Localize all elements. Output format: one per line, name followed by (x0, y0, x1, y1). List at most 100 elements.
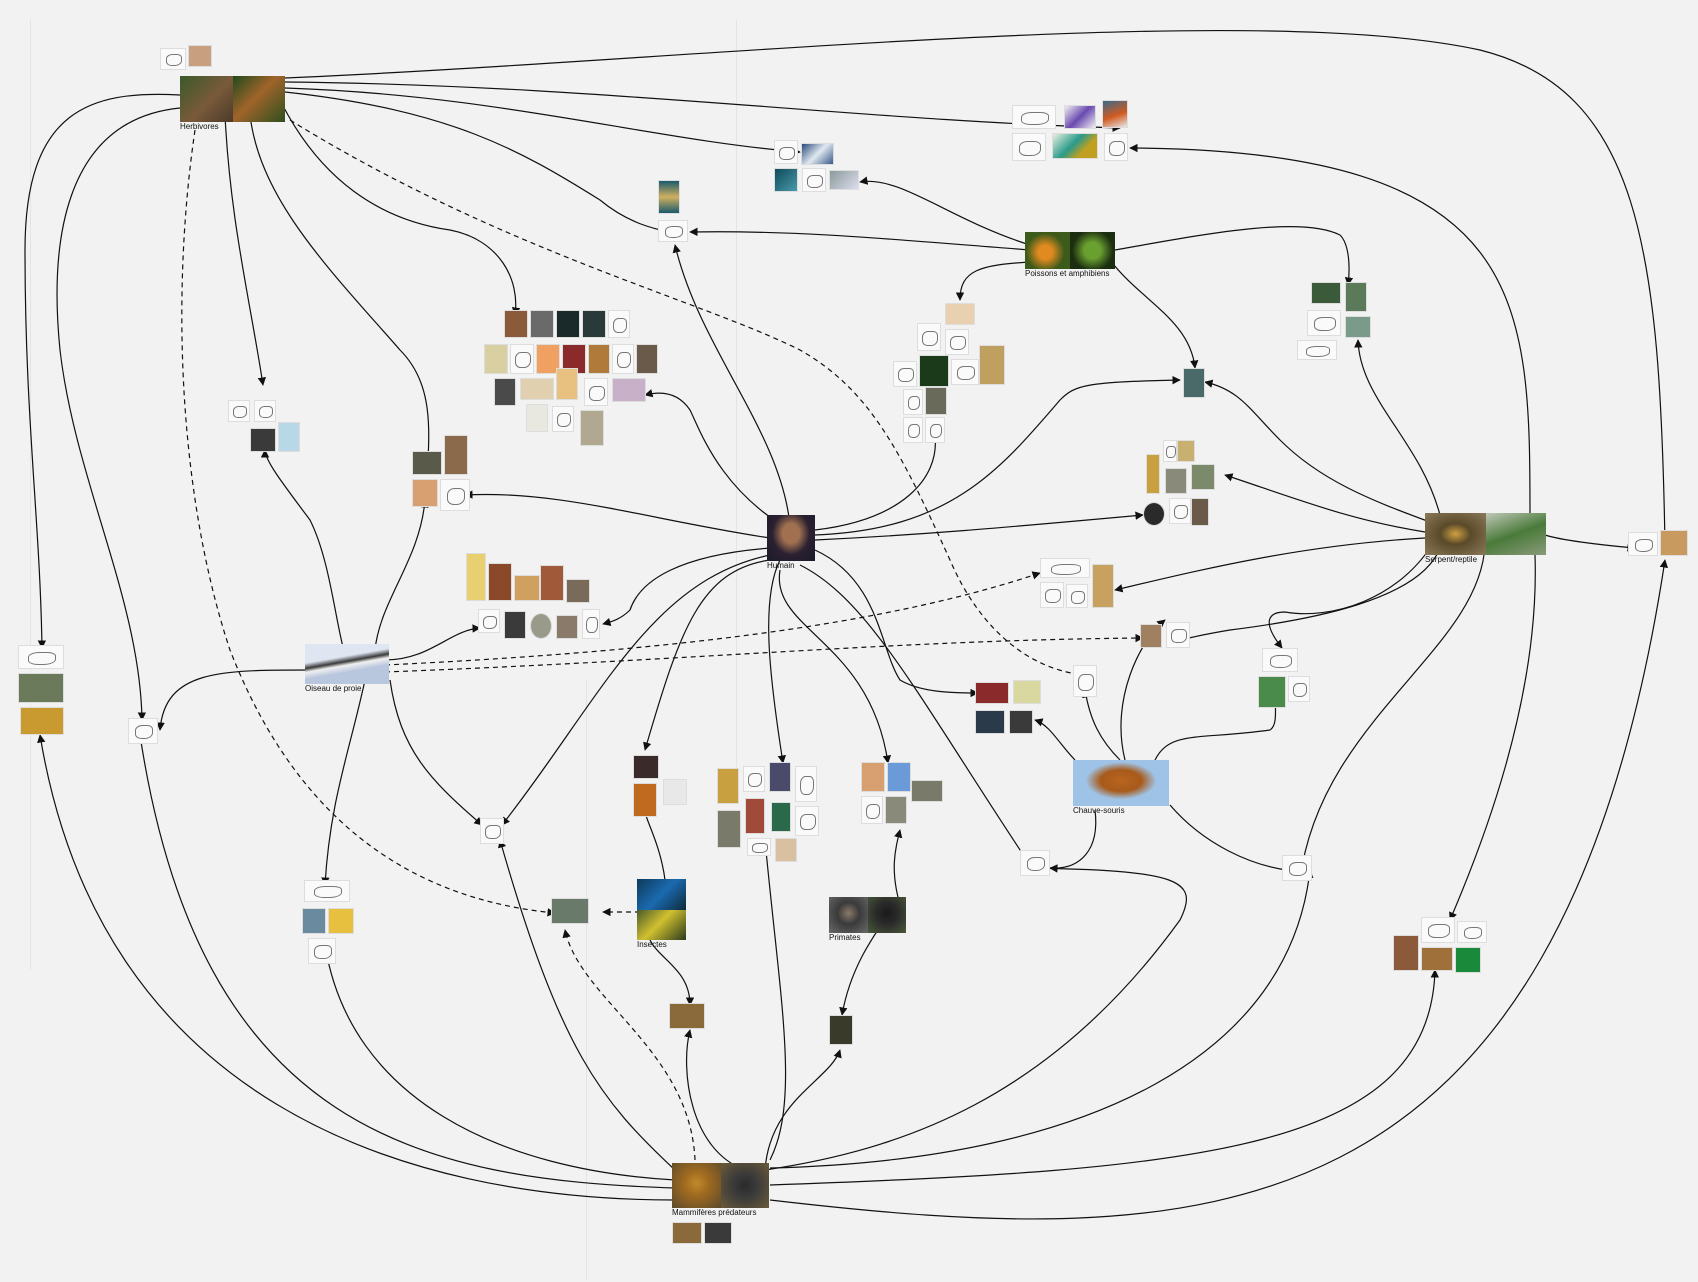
image-thumbnail[interactable] (1345, 316, 1371, 338)
image-thumbnail[interactable] (1012, 133, 1046, 161)
image-thumbnail[interactable] (514, 575, 540, 601)
hub-oiseau-de-proie[interactable]: Oiseau de proie (305, 644, 389, 693)
image-thumbnail[interactable] (1104, 133, 1128, 161)
image-thumbnail[interactable] (1191, 464, 1215, 490)
image-thumbnail[interactable] (903, 417, 923, 443)
image-thumbnail[interactable] (584, 378, 608, 406)
image-thumbnail[interactable] (1345, 282, 1367, 312)
image-thumbnail[interactable] (633, 755, 659, 779)
image-thumbnail[interactable] (530, 310, 554, 338)
image-thumbnail[interactable] (540, 565, 564, 601)
image-thumbnail[interactable] (658, 180, 680, 214)
hub-primates[interactable]: Primates (829, 897, 906, 942)
image-thumbnail[interactable] (1307, 310, 1341, 336)
image-thumbnail[interactable] (1040, 558, 1090, 578)
image-thumbnail[interactable] (1258, 676, 1286, 708)
image-thumbnail[interactable] (669, 1003, 705, 1029)
image-thumbnail[interactable] (1183, 368, 1205, 398)
image-thumbnail[interactable] (440, 479, 470, 511)
image-thumbnail[interactable] (771, 802, 791, 832)
image-thumbnail[interactable] (1393, 935, 1419, 971)
image-thumbnail[interactable] (488, 563, 512, 601)
image-thumbnail[interactable] (250, 428, 276, 452)
image-thumbnail[interactable] (412, 451, 442, 475)
image-thumbnail[interactable] (1165, 468, 1187, 494)
image-thumbnail[interactable] (1457, 921, 1487, 943)
image-thumbnail[interactable] (769, 762, 791, 792)
image-thumbnail[interactable] (278, 422, 300, 452)
image-thumbnail[interactable] (18, 645, 64, 669)
image-thumbnail[interactable] (504, 611, 526, 639)
image-thumbnail[interactable] (1421, 917, 1455, 943)
image-thumbnail[interactable] (412, 479, 438, 507)
image-thumbnail[interactable] (903, 389, 923, 415)
image-thumbnail[interactable] (636, 344, 658, 374)
image-thumbnail[interactable] (582, 310, 606, 338)
image-thumbnail[interactable] (566, 579, 590, 603)
image-thumbnail[interactable] (887, 762, 911, 792)
image-thumbnail[interactable] (802, 168, 826, 192)
image-thumbnail[interactable] (1169, 498, 1191, 524)
image-thumbnail[interactable] (717, 768, 739, 804)
image-thumbnail[interactable] (1092, 564, 1114, 608)
image-thumbnail[interactable] (612, 378, 646, 402)
image-thumbnail[interactable] (254, 400, 276, 422)
image-thumbnail[interactable] (1177, 440, 1195, 462)
image-thumbnail[interactable] (1040, 582, 1064, 608)
image-thumbnail[interactable] (304, 880, 350, 902)
hub-poissons-amphibiens[interactable]: Poissons et amphibiens (1025, 232, 1115, 278)
image-thumbnail[interactable] (510, 344, 534, 374)
image-thumbnail[interactable] (1073, 665, 1097, 697)
hub-mammiferes-predateurs[interactable]: Mammifères prédateurs (672, 1163, 769, 1217)
image-thumbnail[interactable] (975, 682, 1009, 704)
hub-humain[interactable]: Humain (767, 515, 815, 570)
image-thumbnail[interactable] (1262, 648, 1298, 672)
image-thumbnail[interactable] (1166, 622, 1190, 648)
image-thumbnail[interactable] (1009, 710, 1033, 734)
image-thumbnail[interactable] (801, 143, 834, 165)
image-thumbnail[interactable] (556, 310, 580, 338)
hub-insectes[interactable]: Insectes (637, 879, 686, 949)
hub-chauve-souris[interactable]: Chauve-souris (1073, 760, 1169, 815)
image-thumbnail[interactable] (775, 838, 797, 862)
image-thumbnail[interactable] (925, 417, 945, 443)
image-thumbnail[interactable] (861, 762, 885, 792)
image-thumbnail[interactable] (633, 783, 657, 817)
image-thumbnail[interactable] (556, 368, 578, 400)
image-thumbnail[interactable] (747, 838, 771, 856)
image-thumbnail[interactable] (829, 1015, 853, 1045)
image-thumbnail[interactable] (480, 818, 504, 844)
image-thumbnail[interactable] (945, 303, 975, 325)
image-thumbnail[interactable] (494, 378, 516, 406)
image-thumbnail[interactable] (556, 615, 578, 639)
image-thumbnail[interactable] (658, 220, 688, 242)
image-thumbnail[interactable] (919, 355, 949, 387)
image-thumbnail[interactable] (704, 1222, 732, 1244)
image-thumbnail[interactable] (128, 718, 158, 744)
image-thumbnail[interactable] (552, 406, 574, 432)
image-thumbnail[interactable] (582, 609, 600, 639)
image-thumbnail[interactable] (1163, 440, 1177, 462)
image-thumbnail[interactable] (774, 168, 798, 192)
image-thumbnail[interactable] (466, 553, 486, 601)
image-thumbnail[interactable] (608, 310, 630, 338)
image-thumbnail[interactable] (530, 613, 552, 639)
image-thumbnail[interactable] (917, 323, 941, 351)
image-thumbnail[interactable] (1020, 850, 1050, 876)
image-thumbnail[interactable] (18, 673, 64, 703)
image-thumbnail[interactable] (308, 938, 336, 964)
image-thumbnail[interactable] (1628, 532, 1658, 556)
image-thumbnail[interactable] (1282, 855, 1312, 881)
image-thumbnail[interactable] (795, 806, 819, 836)
image-thumbnail[interactable] (1660, 530, 1688, 556)
image-thumbnail[interactable] (1297, 340, 1337, 360)
image-thumbnail[interactable] (520, 378, 554, 400)
image-thumbnail[interactable] (1012, 105, 1056, 129)
image-thumbnail[interactable] (1288, 676, 1310, 702)
image-thumbnail[interactable] (160, 48, 186, 70)
image-thumbnail[interactable] (1191, 498, 1209, 526)
image-thumbnail[interactable] (1052, 133, 1098, 159)
image-thumbnail[interactable] (663, 779, 687, 805)
image-thumbnail[interactable] (1421, 947, 1453, 971)
image-thumbnail[interactable] (975, 710, 1005, 734)
